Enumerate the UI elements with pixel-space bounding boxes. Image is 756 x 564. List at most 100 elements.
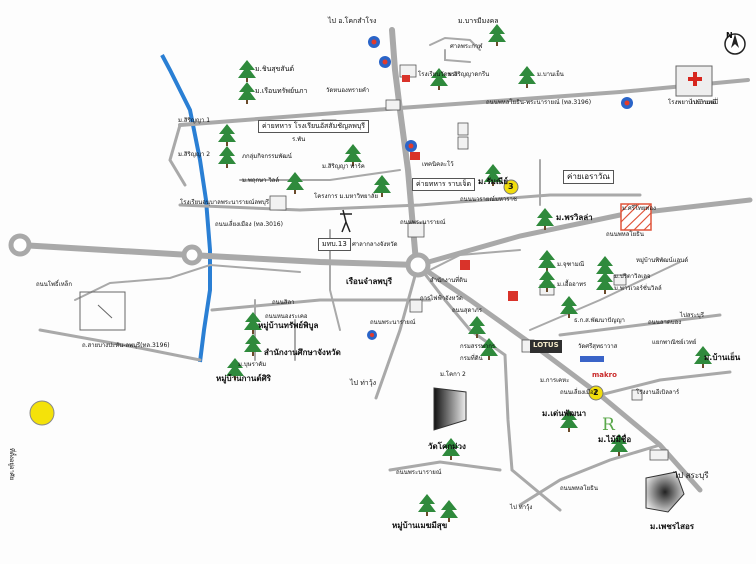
tree-icon xyxy=(560,296,578,318)
marker-number: 2 xyxy=(593,388,599,397)
tree-icon xyxy=(442,438,460,460)
kokka-2-area xyxy=(433,387,467,431)
flag-icon xyxy=(460,260,470,270)
road-silla xyxy=(210,298,432,312)
map-label: การไฟฟ้าจังหวัด xyxy=(420,295,463,302)
lotus-label: LOTUS xyxy=(533,341,559,349)
map-label: ไป อ.โคกสำโรง xyxy=(328,17,377,25)
map-label: ม.การเคหะ xyxy=(540,377,570,384)
map-label: โครงการ ม.มหาวิทยาลัย xyxy=(314,193,379,200)
map-label: ม.รัมณีย์ xyxy=(478,177,508,186)
map-label: โรงเรียนวัดพระ xyxy=(418,71,458,78)
map-label: ศาลพระกาฬ xyxy=(450,43,483,50)
tree-icon xyxy=(238,82,256,104)
map-label: ม.บ้านเย็น xyxy=(704,353,741,362)
map-label: ม.ปริตาวิลเลจ xyxy=(614,273,651,280)
road-narai-south xyxy=(374,263,420,400)
map-label: โรงงานอีเบิลลาร์ xyxy=(636,389,680,396)
gas-station-icon xyxy=(379,56,391,68)
land-parcel xyxy=(79,291,126,331)
map-label: เรือนจำลพบุรี xyxy=(346,277,393,286)
road-narai xyxy=(178,193,642,212)
map-label: ภกลุ่มกิจกรรมพัฒน์ xyxy=(242,153,292,160)
map-label: ไปสระบุรี xyxy=(680,312,704,319)
map-label: ม.สิริญญา 2 xyxy=(178,151,211,158)
marker-number: 3 xyxy=(508,182,514,191)
highway-3016 xyxy=(17,242,421,268)
map-label: หมู่บ้านเมฆมีสุข xyxy=(392,521,448,530)
map-label: สำนักงานที่ดิน xyxy=(430,277,468,284)
map-label: ม.ชินสุขสันต์ xyxy=(255,65,295,73)
tree-icon xyxy=(694,346,712,368)
gas-station-icon xyxy=(367,330,377,340)
map-label: วัดหนองทรายคำ xyxy=(326,87,370,94)
road-east xyxy=(415,197,753,268)
map-label: ม.เพชรไสอร xyxy=(650,522,695,531)
map-label: ม.โคกา 2 xyxy=(440,371,466,378)
hatched-site xyxy=(620,203,652,231)
location-marker-3 xyxy=(503,179,519,195)
gas-station-icon xyxy=(405,140,417,152)
makro-label: makro xyxy=(592,371,617,379)
location-marker-2 xyxy=(588,385,604,401)
map-label: ม.พรวิลล่า xyxy=(556,213,593,222)
tree-icon xyxy=(440,500,458,522)
r-logo: R xyxy=(602,415,616,435)
map-label: ธ.ก.ส.พัฒนาปัญญา xyxy=(574,317,625,324)
flag-icon xyxy=(410,152,420,160)
map-label: กรมที่ดิน xyxy=(460,355,483,362)
map-label: ศาลากลางจังหวัด xyxy=(352,241,398,248)
tree-icon xyxy=(218,124,236,146)
tree-icon xyxy=(238,60,256,82)
map-label: ถนนสุดาภร xyxy=(452,307,482,314)
tree-icon xyxy=(596,272,614,294)
map-label: ม.สิริญญาดกรีน xyxy=(448,71,490,78)
map-label: ไป สระบุรี xyxy=(674,471,709,480)
map-label: ไป ท่าวุ้ง xyxy=(510,504,533,511)
compass-label: N xyxy=(726,31,733,40)
map-label: หมู่บ้านพิพัฒน์แลนด์ xyxy=(636,257,689,264)
road-jutamanee xyxy=(529,261,681,331)
soldier-icon xyxy=(340,209,352,233)
map-label: ถนนเลี่ยงเมือง (ทล.3016) xyxy=(215,221,283,228)
map-label: ถนนเลี่ยงเมือง xyxy=(560,389,597,396)
map-label: ถนนสิลา xyxy=(272,299,295,306)
map-label: ถนนพระนารายณ์ xyxy=(400,219,446,226)
tree-icon xyxy=(344,144,362,166)
camp-label: มทบ.13 xyxy=(318,238,351,251)
gas-station-icon xyxy=(621,97,633,109)
camp-label: ค่ายทหาร โรงเรียนอัสสัมชัญลพบุรี xyxy=(258,120,370,133)
legend-text: ที่ตั้งอยู่อาศัย xyxy=(8,448,15,481)
map-label: ถนนพหลโยธิน xyxy=(606,231,644,238)
map-label: ม.พาวเวอร์ชั่นวิลล์ xyxy=(614,285,662,292)
map-label: ถนนโพธิ์เหล็ก xyxy=(36,281,72,288)
map-label: ถนนลาดบอง xyxy=(648,319,682,326)
map-label: ถนนพหลโยธิน xyxy=(560,485,598,492)
map-label: แยกพาณิชย์เวทย์ xyxy=(652,339,697,346)
map-label: ม.เอื้ออาทร xyxy=(557,281,587,288)
tree-icon xyxy=(488,24,506,46)
map-label: ม.ศรีไทยทอง xyxy=(622,205,656,212)
compass-icon xyxy=(724,33,746,55)
legend-dot xyxy=(29,400,55,426)
map-label: วัดศรีสุทธาวาส xyxy=(578,343,618,350)
map-label: ม.เรือนทรัพย์นภา xyxy=(255,87,308,95)
map-label: ม.ไม้มีชื่อ xyxy=(598,435,632,444)
building-icon xyxy=(613,274,627,286)
roundabout-west xyxy=(8,233,32,257)
road-south-link xyxy=(518,443,662,507)
map-label: ม.บานเย็น xyxy=(537,71,564,78)
map-label: โรงเรียนอนุบาลพระนารายณ์ลพบุรี xyxy=(180,199,270,206)
building-icon xyxy=(407,222,425,238)
building-icon xyxy=(269,195,287,211)
map-label: กรมสรรพากร xyxy=(460,343,496,350)
road-lotus xyxy=(416,263,562,512)
road-nw xyxy=(168,123,187,187)
tree-icon xyxy=(536,208,554,230)
map-label: ไปบ้านหมี่ xyxy=(690,99,717,106)
building-icon xyxy=(649,449,669,461)
tree-icon xyxy=(480,338,498,360)
map-label: ม.บุษราคัม xyxy=(238,361,267,368)
